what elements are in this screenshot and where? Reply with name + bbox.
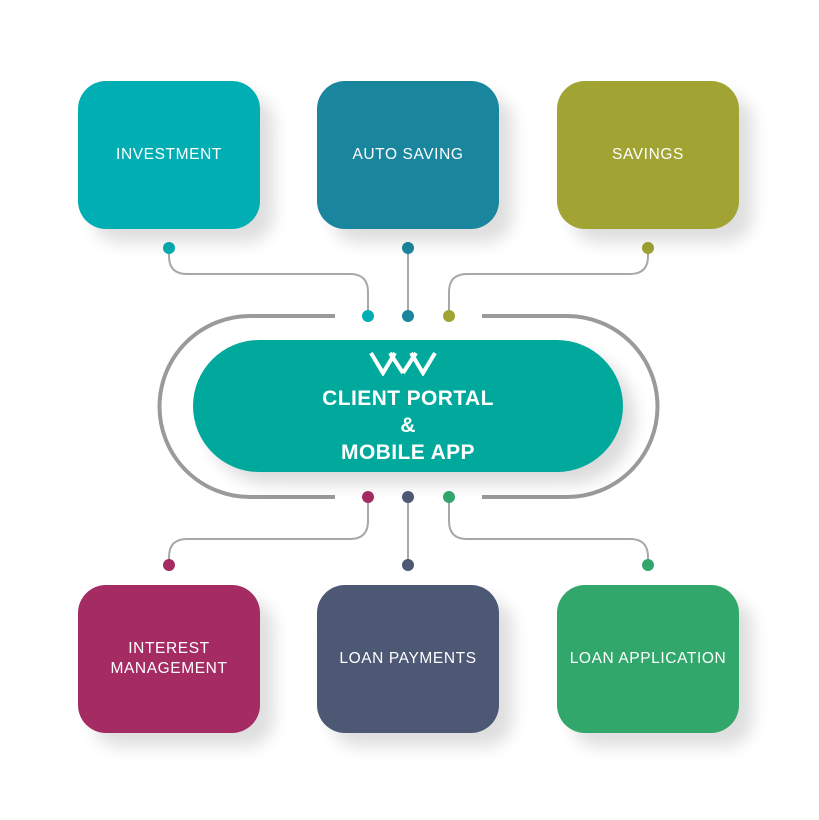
savings-label: SAVINGS: [612, 146, 684, 163]
hub-title: CLIENT PORTAL & MOBILE APP: [193, 385, 623, 466]
interest-management-label: INTEREST MANAGEMENT: [110, 639, 227, 679]
loan-payments-label: LOAN PAYMENTS: [339, 650, 477, 667]
hub-ring-right: [482, 314, 660, 499]
dot-auto-saving-ring: [402, 310, 414, 322]
interest-management-label-line1: INTEREST: [128, 640, 210, 657]
savings-box: SAVINGS: [557, 81, 739, 229]
dot-auto-saving-box: [402, 242, 414, 254]
connector-interest: [168, 497, 369, 565]
loan-payments-box: LOAN PAYMENTS: [317, 585, 499, 733]
interest-management-label-line2: MANAGEMENT: [110, 660, 228, 677]
double-v-logo-icon: [369, 351, 437, 376]
dot-interest-box: [163, 559, 175, 571]
investment-label: INVESTMENT: [116, 146, 222, 163]
connector-savings: [448, 248, 649, 316]
dot-loan-application-box: [642, 559, 654, 571]
dot-savings-box: [642, 242, 654, 254]
dot-interest-ring: [362, 491, 374, 503]
hub-ring-left: [157, 314, 335, 499]
auto-saving-box: AUTO SAVING: [317, 81, 499, 229]
dot-loan-payments-ring: [402, 491, 414, 503]
connector-investment: [168, 248, 369, 316]
loan-application-label: LOAN APPLICATION: [569, 650, 727, 667]
auto-saving-label: AUTO SAVING: [352, 146, 464, 163]
dot-savings-ring: [443, 310, 455, 322]
interest-management-box: INTEREST MANAGEMENT: [78, 585, 260, 733]
connector-loan-application: [448, 497, 649, 565]
dot-loan-application-ring: [443, 491, 455, 503]
investment-box: INVESTMENT: [78, 81, 260, 229]
loan-application-box: LOAN APPLICATION: [557, 585, 739, 733]
hub-title-line3: MOBILE APP: [341, 441, 475, 464]
client-portal-hub: CLIENT PORTAL & MOBILE APP: [193, 340, 623, 472]
hub-title-line2: &: [400, 414, 416, 437]
dot-investment-box: [163, 242, 175, 254]
hub-title-line1: CLIENT PORTAL: [322, 387, 494, 410]
dot-loan-payments-box: [402, 559, 414, 571]
dot-investment-ring: [362, 310, 374, 322]
